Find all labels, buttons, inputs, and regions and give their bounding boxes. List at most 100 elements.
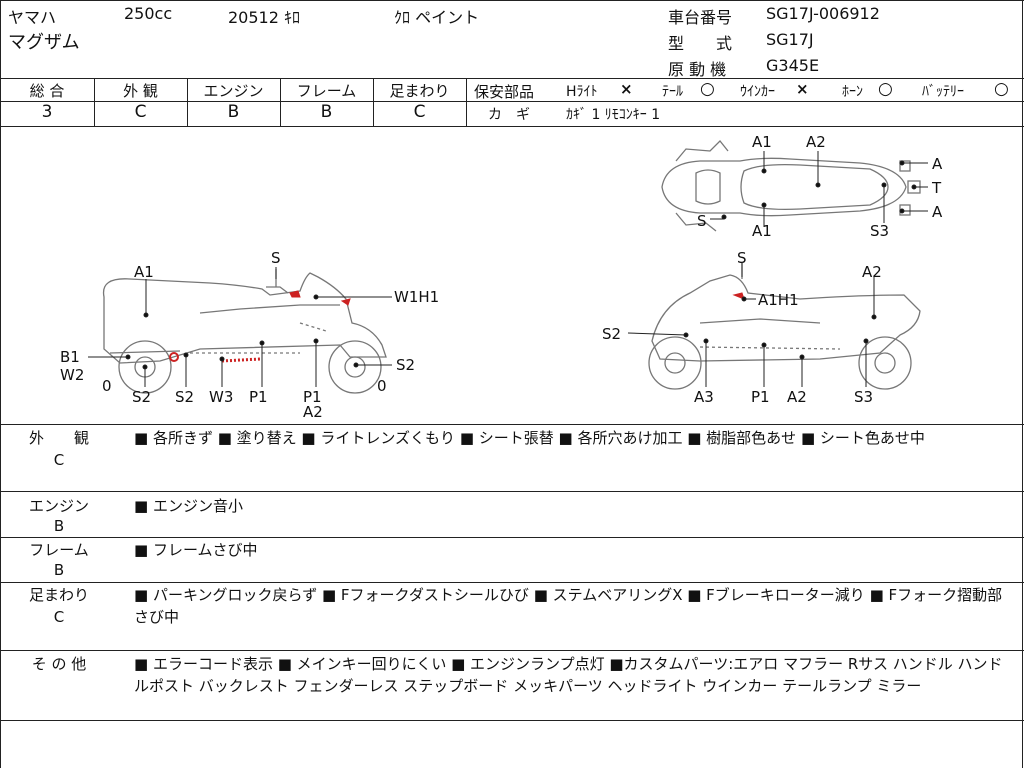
- model-name: マグザム: [8, 32, 80, 53]
- section-line-5: [0, 720, 1024, 721]
- right-label-a1h1: A1H1: [758, 291, 799, 309]
- grade-top-line: [0, 78, 1024, 79]
- section-line-2: [0, 537, 1024, 538]
- top-label-a1: A1: [752, 133, 772, 151]
- grade-bottom-line: [0, 126, 1024, 127]
- top-label-s: S: [697, 212, 707, 230]
- section-line-3: [0, 582, 1024, 583]
- left-label-w1h1: W1H1: [394, 288, 440, 306]
- section-label-frame: フレーム: [29, 541, 89, 559]
- grade-header-frame: フレーム: [296, 82, 357, 100]
- left-label-a2: A2: [303, 403, 323, 421]
- section-text-suspension: ■ パーキングロック戻らず ■ Fフォークダストシールひび ■ ステムベアリング…: [134, 586, 1003, 626]
- left-label-s2-b: S2: [175, 388, 195, 406]
- section-text-other: ■ エラーコード表示 ■ メインキー回りにくい ■ エンジンランプ点灯 ■カスタ…: [134, 655, 1003, 695]
- section-text-exterior: ■ 各所きず ■ 塗り替え ■ ライトレンズくもり ■ シート張替 ■ 各所穴あ…: [134, 429, 925, 447]
- safety-item-winker: ｳｲﾝｶｰ: [740, 84, 775, 100]
- top-label-a-upper: A: [932, 155, 943, 173]
- top-label-a-lower: A: [932, 203, 943, 221]
- right-label-a2-top: A2: [862, 263, 882, 281]
- engine-label: 原 動 機: [668, 60, 727, 79]
- safety-label: 保安部品: [474, 83, 535, 101]
- top-label-s3: S3: [870, 222, 890, 240]
- section-text-frame: ■ フレームさび中: [134, 541, 258, 559]
- border-right: [1022, 0, 1023, 768]
- section-line-1: [0, 491, 1024, 492]
- section-grade-frame: B: [53, 561, 65, 579]
- right-label-p1: P1: [751, 388, 770, 406]
- top-label-a2: A2: [806, 133, 826, 151]
- left-label-s2-front: S2: [396, 356, 416, 374]
- safety-item-battery: ﾊﾞｯﾃﾘｰ: [922, 84, 964, 100]
- left-label-w2: W2: [60, 366, 85, 384]
- left-label-p1-a: P1: [249, 388, 268, 406]
- section-label-engine: エンジン: [28, 497, 89, 515]
- key-value: ｶｷﾞ 1 ﾘﾓｺﾝｷｰ 1: [566, 107, 661, 123]
- safety-mark-tail: ○: [700, 79, 715, 99]
- left-label-zero-front: 0: [377, 377, 387, 395]
- grade-value-engine: B: [227, 102, 240, 122]
- left-label-b1: B1: [60, 348, 80, 366]
- grade-header-suspension: 足まわり: [389, 82, 450, 100]
- left-label-a1: A1: [134, 263, 154, 281]
- left-scooter-illustration: [102, 269, 387, 394]
- damage-marks: [169, 290, 745, 363]
- safety-mark-battery: ○: [994, 79, 1009, 99]
- grade-col-4: [373, 78, 374, 126]
- maker: ヤマハ: [8, 8, 57, 27]
- grade-header-overall: 総 合: [29, 82, 65, 100]
- grade-col-3: [280, 78, 281, 126]
- right-label-s2: S2: [602, 325, 622, 343]
- grade-value-suspension: C: [413, 102, 426, 122]
- safety-mark-headlight: ×: [620, 80, 633, 98]
- safety-mark-winker: ×: [796, 80, 809, 98]
- section-label-other: そ の 他: [31, 655, 87, 673]
- right-label-a2: A2: [787, 388, 807, 406]
- grade-header-exterior: 外 観: [123, 82, 158, 100]
- right-label-a3: A3: [694, 388, 714, 406]
- section-grade-exterior: C: [53, 451, 65, 469]
- grade-value-overall: 3: [41, 102, 53, 122]
- type-value: SG17J: [766, 30, 814, 49]
- type-label: 型 式: [668, 34, 733, 53]
- section-text-engine: ■ エンジン音小: [134, 497, 243, 515]
- grade-value-frame: B: [320, 102, 333, 122]
- grade-col-2: [187, 78, 188, 126]
- top-label-a1-lower: A1: [752, 222, 772, 240]
- grade-mid-line: [0, 101, 466, 102]
- color: ｸﾛ ペイント: [394, 8, 480, 27]
- frame-no-label: 車台番号: [668, 8, 733, 27]
- section-grade-engine: B: [53, 517, 65, 535]
- left-label-s2-a: S2: [132, 388, 152, 406]
- safety-item-tail: ﾃｰﾙ: [662, 84, 683, 100]
- engine-value: G345E: [766, 56, 820, 75]
- safety-item-horn: ﾎｰﾝ: [842, 84, 863, 100]
- section-label-suspension: 足まわり: [28, 586, 89, 604]
- grade-col-5: [466, 78, 467, 126]
- safety-mid-line: [466, 101, 1024, 102]
- left-label-p1-b: P1: [303, 388, 322, 406]
- section-label-exterior: 外 観: [28, 429, 89, 447]
- right-label-s: S: [737, 249, 747, 267]
- right-label-s3: S3: [854, 388, 874, 406]
- top-label-t: T: [932, 179, 942, 197]
- mileage: 20512 ｷﾛ: [228, 8, 300, 27]
- section-grade-suspension: C: [53, 608, 65, 626]
- damage-diagram: [88, 140, 928, 394]
- right-scooter-illustration: [648, 263, 921, 390]
- diagram-bottom-line: [0, 424, 1024, 425]
- frame-no: SG17J-006912: [766, 4, 880, 23]
- key-label: カ ギ: [488, 107, 530, 123]
- safety-mark-horn: ○: [878, 79, 893, 99]
- border-top: [0, 0, 1024, 1]
- left-label-zero-rear: 0: [102, 377, 112, 395]
- left-label-w3: W3: [209, 388, 234, 406]
- displacement: 250cc: [124, 4, 173, 23]
- safety-item-headlight: Hﾗｲﾄ: [566, 84, 598, 100]
- grade-header-engine: エンジン: [203, 82, 264, 100]
- border-left: [0, 0, 1, 768]
- section-line-4: [0, 650, 1024, 651]
- grade-value-exterior: C: [134, 102, 147, 122]
- grade-col-1: [94, 78, 95, 126]
- left-label-s: S: [271, 249, 281, 267]
